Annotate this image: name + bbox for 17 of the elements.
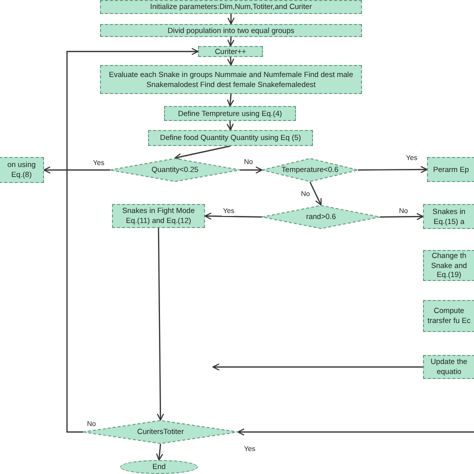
arrow [237, 428, 474, 436]
arrow [227, 14, 235, 25]
arrow [174, 145, 231, 160]
arrow [226, 120, 234, 131]
arrow [66, 48, 199, 433]
arrow [204, 212, 262, 220]
arrow [358, 166, 428, 174]
arrow [212, 363, 423, 371]
arrow [156, 444, 164, 461]
arrow [43, 166, 110, 174]
arrow [226, 94, 234, 107]
arrow [156, 228, 164, 421]
arrow [227, 36, 234, 47]
arrow [240, 166, 263, 174]
arrow [309, 182, 322, 206]
arrow [380, 212, 424, 220]
arrow [227, 56, 234, 66]
